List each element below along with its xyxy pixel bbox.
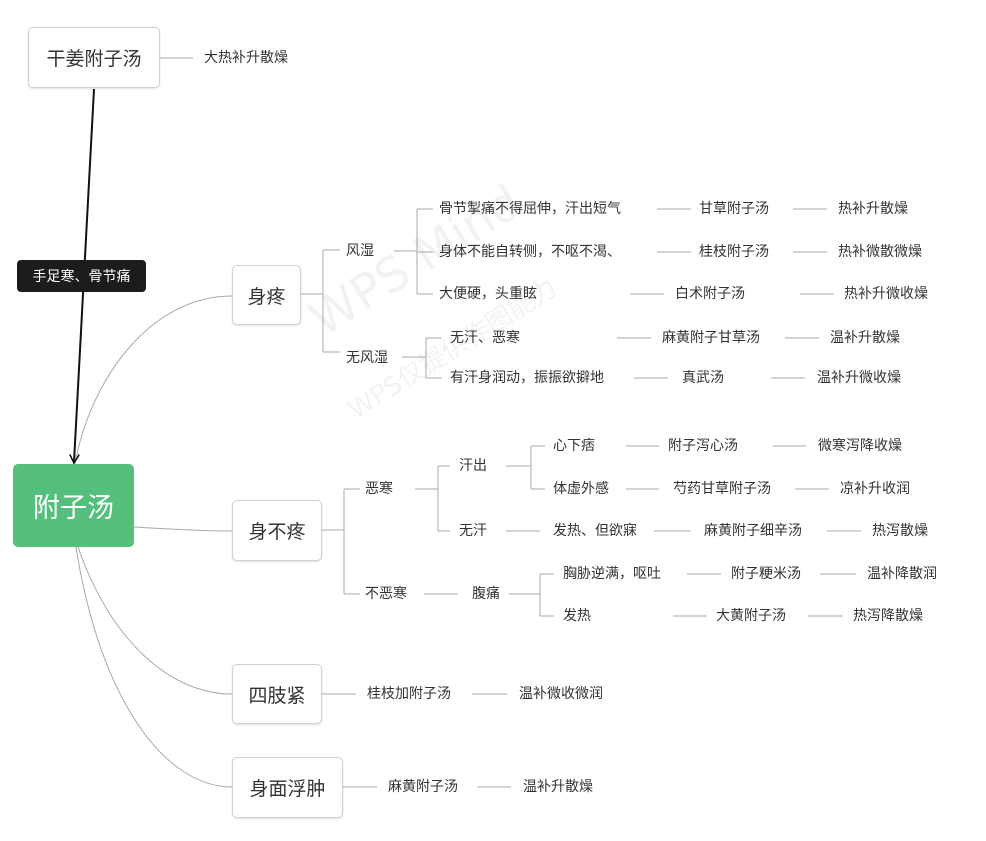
symptom-label: 发热	[563, 608, 591, 624]
property-label: 温补升散燥	[830, 330, 900, 346]
branch-shen-teng[interactable]: 身疼	[232, 265, 301, 325]
node-wu-han-chu[interactable]: 无汗	[459, 523, 487, 539]
property-label: 凉补升收润	[840, 481, 910, 497]
formula-label: 真武汤	[682, 370, 724, 386]
branch-si-zhi-jin[interactable]: 四肢紧	[232, 664, 322, 724]
symptom-label: 有汗身润动，振振欲擗地	[450, 370, 604, 386]
property-label: 热泻散燥	[872, 523, 928, 539]
formula-label: 麻黄附子甘草汤	[662, 330, 760, 346]
node-gan-jiang-note: 大热补升散燥	[204, 50, 288, 66]
property-label: 热补升微收燥	[844, 286, 928, 302]
formula-label: 麻黄附子细辛汤	[704, 523, 802, 539]
formula-label: 芍药甘草附子汤	[673, 481, 771, 497]
property-label: 热泻降散燥	[853, 608, 923, 624]
symptom-label: 发热、但欲寐	[553, 523, 637, 539]
symptom-label: 体虚外感	[553, 481, 609, 497]
symptom-label: 胸胁逆满，呕吐	[563, 566, 661, 582]
symptom-label: 无汗、恶寒	[450, 330, 520, 346]
symptom-label: 骨节掣痛不得屈伸，汗出短气	[439, 201, 621, 217]
property-label: 温补升微收燥	[817, 370, 901, 386]
symptom-label: 心下痞	[553, 438, 595, 454]
branch-shen-bu-teng[interactable]: 身不疼	[232, 500, 322, 561]
node-gan-jiang-fu-zi-tang[interactable]: 干姜附子汤	[28, 27, 160, 88]
node-fu-tong[interactable]: 腹痛	[472, 586, 500, 602]
root-node-fu-zi-tang[interactable]: 附子汤	[13, 464, 134, 547]
property-label: 热补微散微燥	[838, 244, 922, 260]
node-wu-feng-shi[interactable]: 无风湿	[346, 350, 388, 366]
node-wu-han[interactable]: 恶寒	[365, 481, 393, 497]
property-label: 温补降散润	[867, 566, 937, 582]
node-han-chu[interactable]: 汗出	[459, 458, 487, 474]
node-feng-shi[interactable]: 风湿	[346, 243, 374, 259]
symptom-label: 大便硬，头重眩	[439, 286, 537, 302]
formula-label: 麻黄附子汤	[388, 779, 458, 795]
symptom-label: 身体不能自转侧，不呕不渴、	[439, 244, 621, 260]
formula-label: 桂枝附子汤	[699, 244, 769, 260]
formula-label: 大黄附子汤	[716, 608, 786, 624]
formula-label: 附子粳米汤	[731, 566, 801, 582]
property-label: 温补升散燥	[523, 779, 593, 795]
formula-label: 桂枝加附子汤	[367, 686, 451, 702]
formula-label: 甘草附子汤	[699, 201, 769, 217]
node-bu-wu-han[interactable]: 不恶寒	[365, 586, 407, 602]
formula-label: 白术附子汤	[675, 286, 745, 302]
formula-label: 附子泻心汤	[668, 438, 738, 454]
property-label: 微寒泻降收燥	[818, 438, 902, 454]
property-label: 温补微收微润	[519, 686, 603, 702]
arrow-label: 手足寒、骨节痛	[17, 260, 146, 292]
branch-shen-mian-fu-zhong[interactable]: 身面浮肿	[232, 757, 343, 818]
property-label: 热补升散燥	[838, 201, 908, 217]
